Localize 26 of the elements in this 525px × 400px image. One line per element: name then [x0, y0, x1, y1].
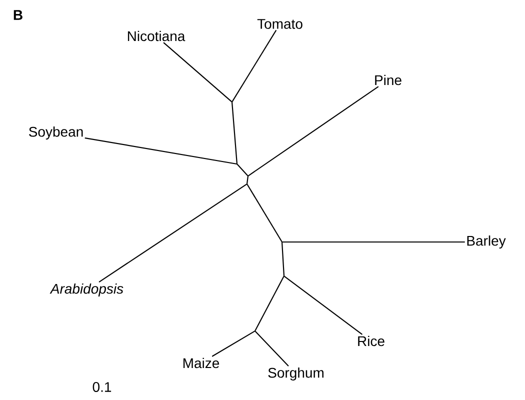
scale-label: 0.1: [92, 382, 112, 392]
tree-branch: [255, 331, 289, 366]
species-label: Arabidopsis: [50, 283, 124, 297]
tree-branch: [98, 184, 247, 282]
tree-branch: [254, 276, 284, 331]
tree-branch: [232, 102, 238, 164]
species-label: Tomato: [257, 19, 302, 29]
tree-branch: [232, 30, 276, 102]
species-label: Maize: [183, 358, 220, 368]
species-label: Nicotiana: [128, 30, 186, 42]
tree-branch: [282, 241, 466, 243]
species-label: Rice: [358, 336, 384, 346]
species-label: Soybean: [29, 126, 83, 140]
species-label: Barley: [467, 235, 506, 249]
tree-branch: [248, 86, 379, 176]
tree-branch: [284, 276, 362, 335]
tree-branch: [212, 330, 255, 357]
tree-branch: [237, 164, 248, 176]
tree-branch: [246, 176, 248, 184]
species-label: Pine: [375, 74, 402, 86]
tree-branch: [282, 242, 284, 276]
species-label: Sorghum: [268, 367, 324, 381]
tree-branch: [163, 42, 232, 102]
panel-letter: B: [14, 10, 22, 20]
tree-branch: [84, 137, 237, 164]
tree-branch: [246, 184, 282, 242]
